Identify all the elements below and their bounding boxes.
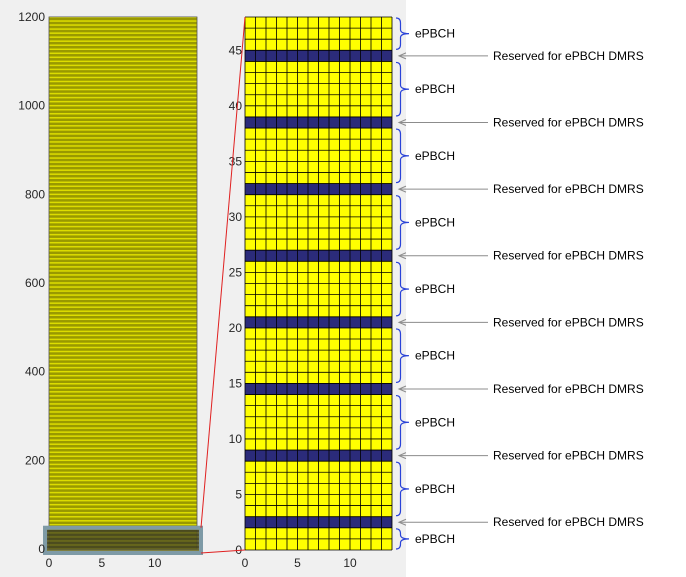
dmrs-label: Reserved for ePBCH DMRS — [493, 182, 644, 196]
dmrs-label: Reserved for ePBCH DMRS — [493, 449, 644, 463]
dmrs-pointer-arrow — [397, 119, 407, 126]
dmrs-pointer-arrow — [397, 185, 407, 193]
full-grid-ytick-label: 1200 — [18, 10, 45, 24]
dmrs-label: Reserved for ePBCH DMRS — [493, 115, 644, 129]
epbch-label: ePBCH — [415, 27, 455, 41]
zoomed-grid-xtick-label: 5 — [294, 556, 301, 570]
dmrs-label: Reserved for ePBCH DMRS — [493, 249, 644, 263]
annotations: ePBCH Reserved for ePBCH DMRS ePBCH Reserve… — [395, 17, 644, 550]
full-grid-ytick-label: 400 — [25, 365, 45, 379]
full-grid-row-lines — [49, 16, 197, 550]
dmrs-pointer-arrow — [397, 385, 407, 393]
zoom-line-top — [200, 16, 246, 528]
zoomed-grid-ytick-label: 40 — [229, 99, 243, 113]
dmrs-pointer-arrow — [397, 518, 407, 526]
epbch-label: ePBCH — [415, 532, 455, 546]
dmrs-pointer-arrow — [397, 52, 407, 60]
epbch-brace — [395, 195, 410, 250]
dmrs-label: Reserved for ePBCH DMRS — [493, 382, 644, 396]
full-grid-ytick-label: 0 — [38, 542, 45, 556]
epbch-brace — [395, 261, 410, 317]
full-grid-ytick-label: 800 — [25, 187, 45, 201]
zoomed-grid-ytick-label: 15 — [229, 376, 243, 390]
epbch-label: ePBCH — [415, 415, 455, 429]
epbch-brace — [395, 128, 410, 184]
zoom-line-bottom — [200, 549, 246, 554]
dmrs-label: Reserved for ePBCH DMRS — [493, 515, 644, 529]
epbch-label: ePBCH — [415, 82, 455, 96]
epbch-label: ePBCH — [415, 349, 455, 363]
dmrs-pointer-arrow — [397, 252, 407, 260]
full-grid-xtick-label: 10 — [148, 556, 162, 570]
dmrs-pointer-arrow — [397, 318, 407, 326]
dmrs-pointer-arrow — [397, 452, 407, 460]
epbch-brace — [395, 394, 410, 450]
right-panel-background — [406, 0, 686, 577]
zoomed-grid-ytick-label: 5 — [235, 487, 242, 501]
epbch-brace — [395, 461, 410, 517]
epbch-label: ePBCH — [415, 282, 455, 296]
epbch-brace — [395, 528, 410, 550]
full-grid-ytick-label: 1000 — [18, 99, 45, 113]
epbch-label: ePBCH — [415, 149, 455, 163]
zoomed-grid-lines — [244, 16, 393, 551]
epbch-brace — [395, 61, 410, 117]
full-grid-xtick-label: 5 — [99, 556, 106, 570]
highlight-region-border — [43, 525, 203, 555]
epbch-brace — [395, 17, 410, 50]
zoomed-grid-ytick-label: 30 — [229, 210, 243, 224]
zoomed-grid-xtick-label: 0 — [242, 556, 249, 570]
epbch-label: ePBCH — [415, 215, 455, 229]
zoomed-grid-ytick-label: 10 — [229, 432, 243, 446]
full-grid-ytick-label: 200 — [25, 453, 45, 467]
dmrs-label: Reserved for ePBCH DMRS — [493, 315, 644, 329]
zoomed-grid-ytick-label: 45 — [229, 43, 243, 57]
zoom-connector — [200, 16, 246, 554]
epbch-brace — [395, 328, 410, 384]
full-grid-ytick-label: 600 — [25, 276, 45, 290]
zoomed-grid-xtick-label: 10 — [343, 556, 357, 570]
zoomed-grid-ytick-label: 25 — [229, 265, 243, 279]
full-grid-xtick-label: 0 — [46, 556, 53, 570]
full-grid-axes: 0 200 400 600 800 1000 1200 0 5 10 — [18, 10, 203, 570]
epbch-label: ePBCH — [415, 482, 455, 496]
zoomed-grid-ytick-label: 20 — [229, 321, 243, 335]
zoomed-grid-ytick-label: 35 — [229, 154, 243, 168]
dmrs-label: Reserved for ePBCH DMRS — [493, 49, 644, 63]
